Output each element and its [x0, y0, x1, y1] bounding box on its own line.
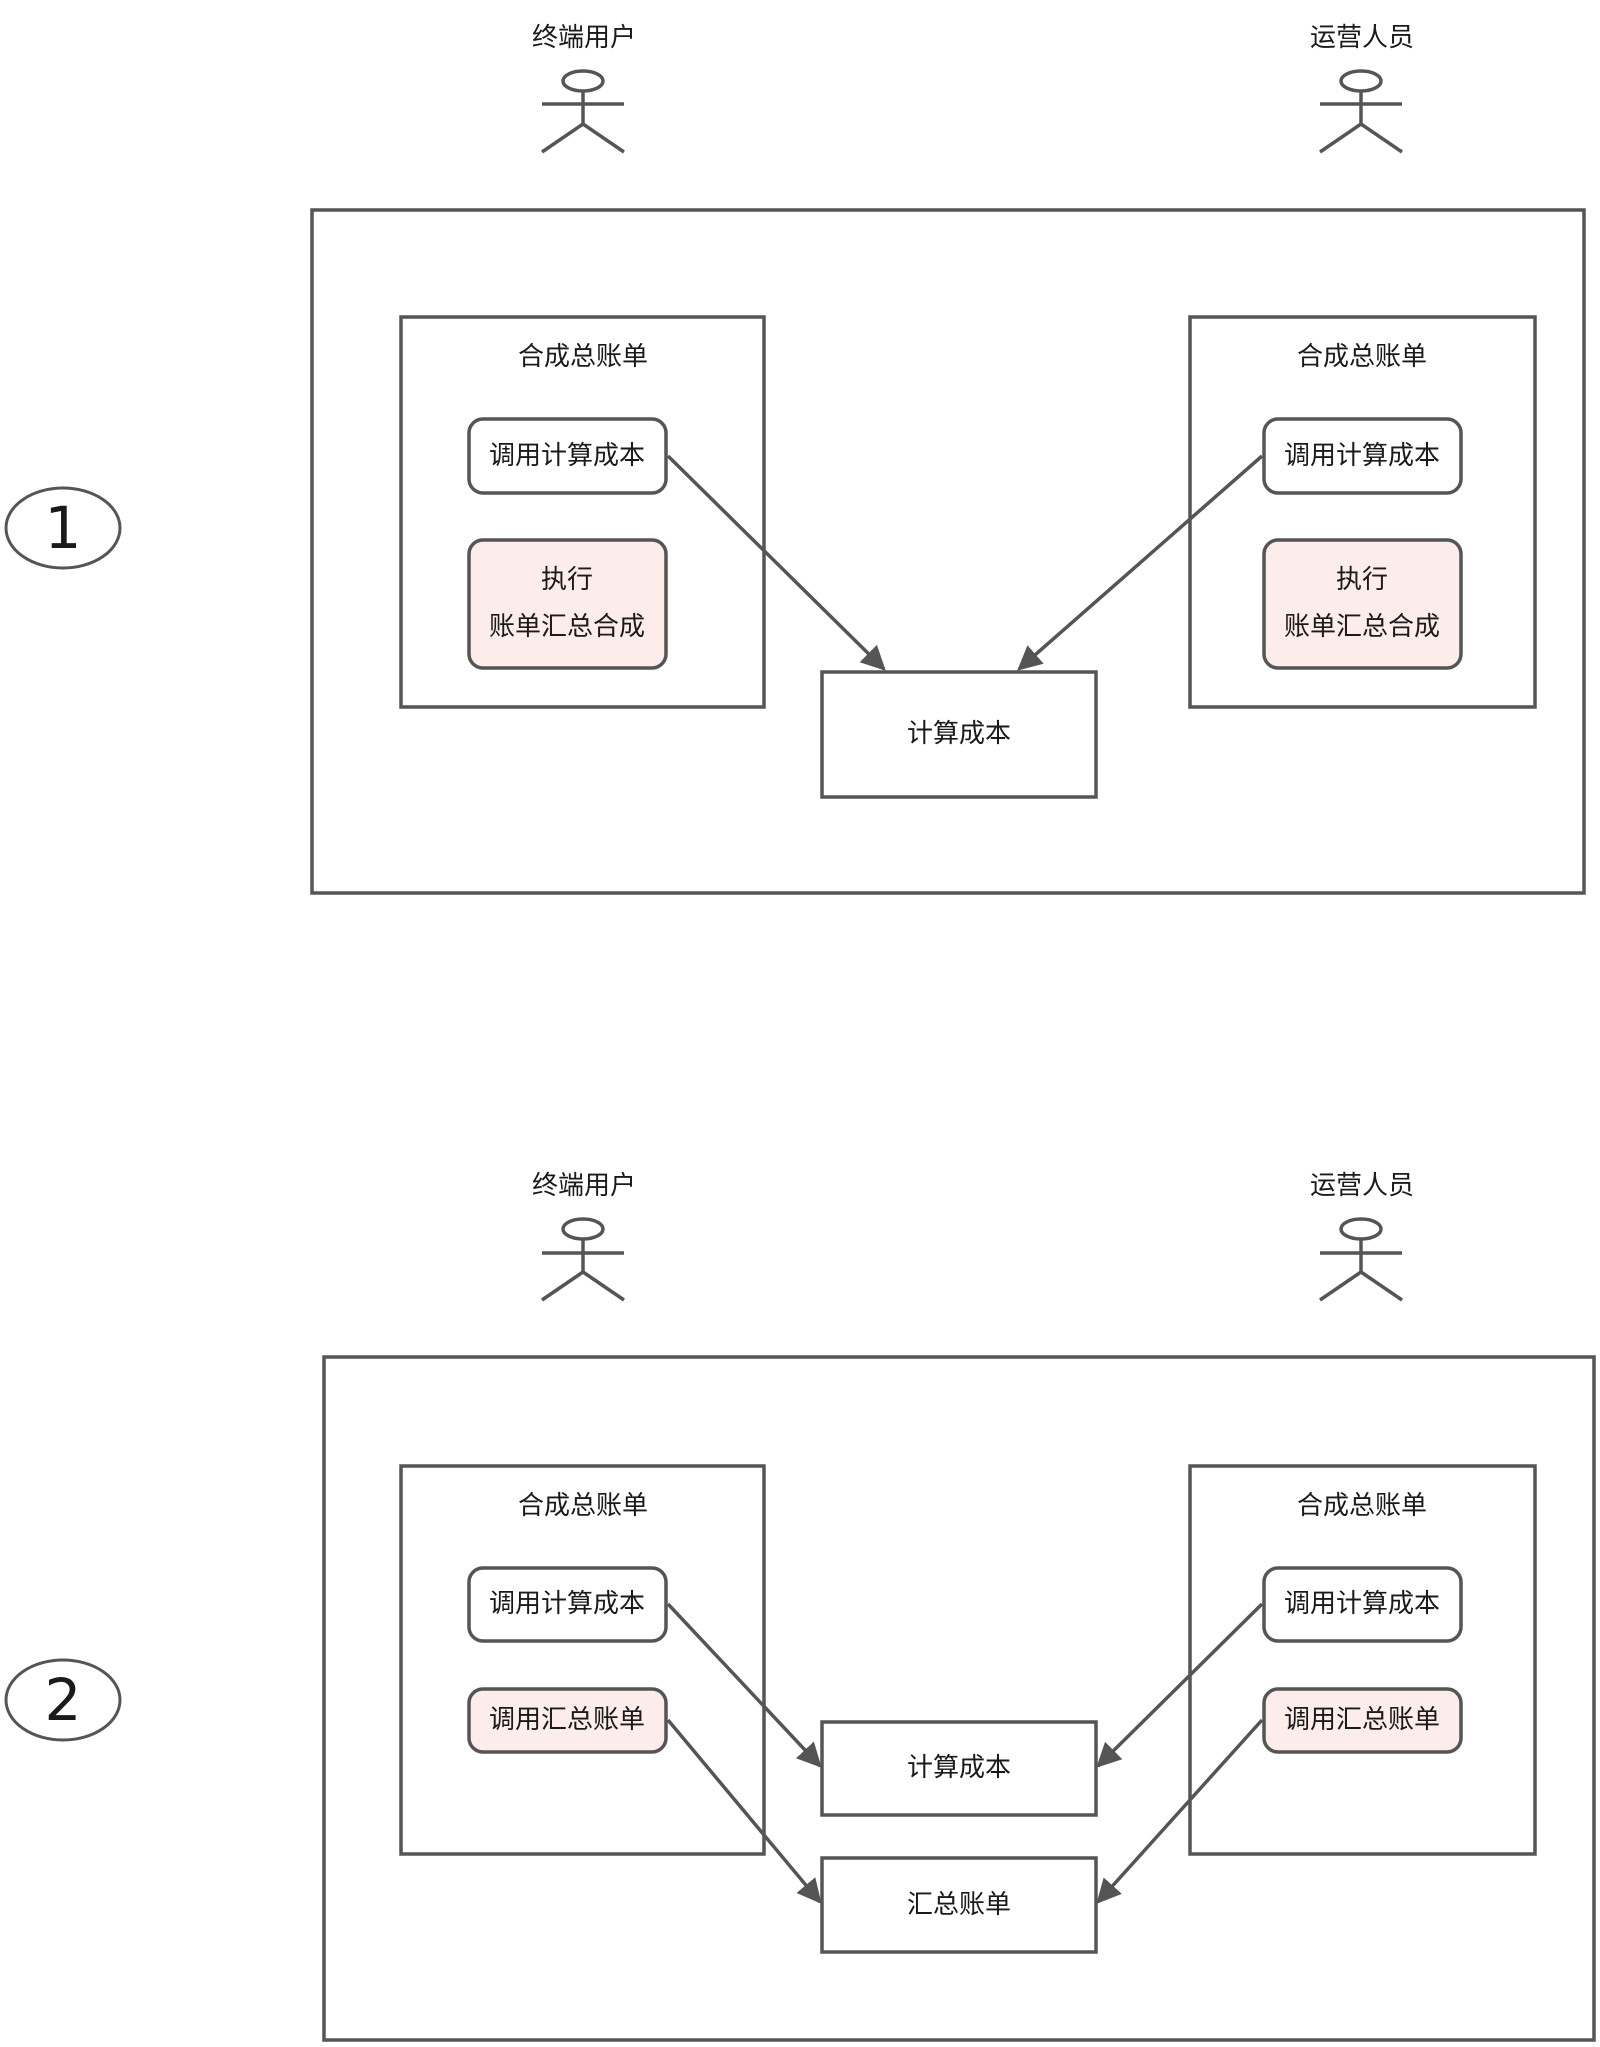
- left-module: 合成总账单 调用计算成本 调用汇总账单: [399, 1464, 766, 1856]
- call-summary-node: 调用汇总账单: [467, 1687, 668, 1754]
- arrow-right-call-cost: [1096, 1602, 1264, 1768]
- exec-summary-node: 执行 账单汇总合成: [1262, 538, 1463, 670]
- call-cost-node: 调用计算成本: [467, 417, 668, 495]
- panel-2: 2 终端用户 运营人员: [4, 1171, 1596, 2042]
- exec-label-line2: 账单汇总合成: [1284, 612, 1440, 642]
- actor-label-end-user: 终端用户: [532, 23, 636, 53]
- module-title: 合成总账单: [1297, 342, 1427, 372]
- actor-label-end-user: 终端用户: [532, 1171, 636, 1201]
- arrow-right-call-cost: [1017, 454, 1264, 671]
- cost-service-node: 计算成本: [820, 670, 1098, 799]
- system-boundary: [310, 208, 1586, 895]
- stick-figure-icon: [541, 1217, 625, 1302]
- left-module: 合成总账单 调用计算成本 执行 账单汇总合成: [399, 315, 766, 709]
- module-box: [1188, 1464, 1537, 1856]
- call-summary-node: 调用汇总账单: [1262, 1687, 1463, 1754]
- call-summary-label: 调用汇总账单: [1284, 1705, 1440, 1735]
- module-box: [399, 1464, 766, 1856]
- right-module: 合成总账单 调用计算成本 调用汇总账单: [1188, 1464, 1537, 1856]
- actor-operator: 运营人员: [1310, 1171, 1414, 1302]
- call-cost-label: 调用计算成本: [489, 1589, 645, 1619]
- arrow-right-call-summary: [1096, 1718, 1264, 1904]
- system-boundary: [322, 1355, 1596, 2042]
- module-title: 合成总账单: [1297, 1491, 1427, 1521]
- panel-number: 2: [45, 1666, 82, 1734]
- call-cost-node: 调用计算成本: [1262, 1566, 1463, 1643]
- panel-number: 1: [45, 494, 82, 562]
- stick-figure-icon: [1319, 69, 1403, 154]
- actor-end-user: 终端用户: [532, 1171, 636, 1302]
- panel-number-badge: [4, 1658, 122, 1742]
- cost-service-label: 计算成本: [907, 1753, 1011, 1783]
- actor-label-operator: 运营人员: [1310, 1171, 1414, 1201]
- exec-summary-node: 执行 账单汇总合成: [467, 538, 668, 670]
- call-cost-node: 调用计算成本: [467, 1566, 668, 1643]
- summary-service-node: 汇总账单: [820, 1856, 1098, 1954]
- stick-figure-icon: [1319, 1217, 1403, 1302]
- arrow-left-call-cost: [666, 454, 886, 671]
- module-title: 合成总账单: [518, 1491, 648, 1521]
- module-title: 合成总账单: [518, 342, 648, 372]
- actor-label-operator: 运营人员: [1310, 23, 1414, 53]
- exec-label-line1: 执行: [1336, 565, 1388, 595]
- exec-label-line2: 账单汇总合成: [489, 612, 645, 642]
- actor-operator: 运营人员: [1310, 23, 1414, 154]
- stick-figure-icon: [541, 69, 625, 154]
- call-cost-label: 调用计算成本: [1284, 1589, 1440, 1619]
- panel-1: 1 终端用户 运营人员: [4, 23, 1586, 895]
- actor-end-user: 终端用户: [532, 23, 636, 154]
- summary-service-label: 汇总账单: [907, 1890, 1011, 1920]
- call-cost-label: 调用计算成本: [1284, 441, 1440, 471]
- cost-service-node: 计算成本: [820, 1720, 1098, 1817]
- call-summary-label: 调用汇总账单: [489, 1705, 645, 1735]
- arrow-left-call-summary: [666, 1718, 822, 1904]
- arrow-left-call-cost: [666, 1602, 822, 1768]
- call-cost-label: 调用计算成本: [489, 441, 645, 471]
- cost-service-label: 计算成本: [907, 719, 1011, 749]
- panel-number-badge: [4, 486, 122, 570]
- right-module: 合成总账单 调用计算成本 执行 账单汇总合成: [1188, 315, 1537, 709]
- call-cost-node: 调用计算成本: [1262, 417, 1463, 495]
- exec-label-line1: 执行: [541, 565, 593, 595]
